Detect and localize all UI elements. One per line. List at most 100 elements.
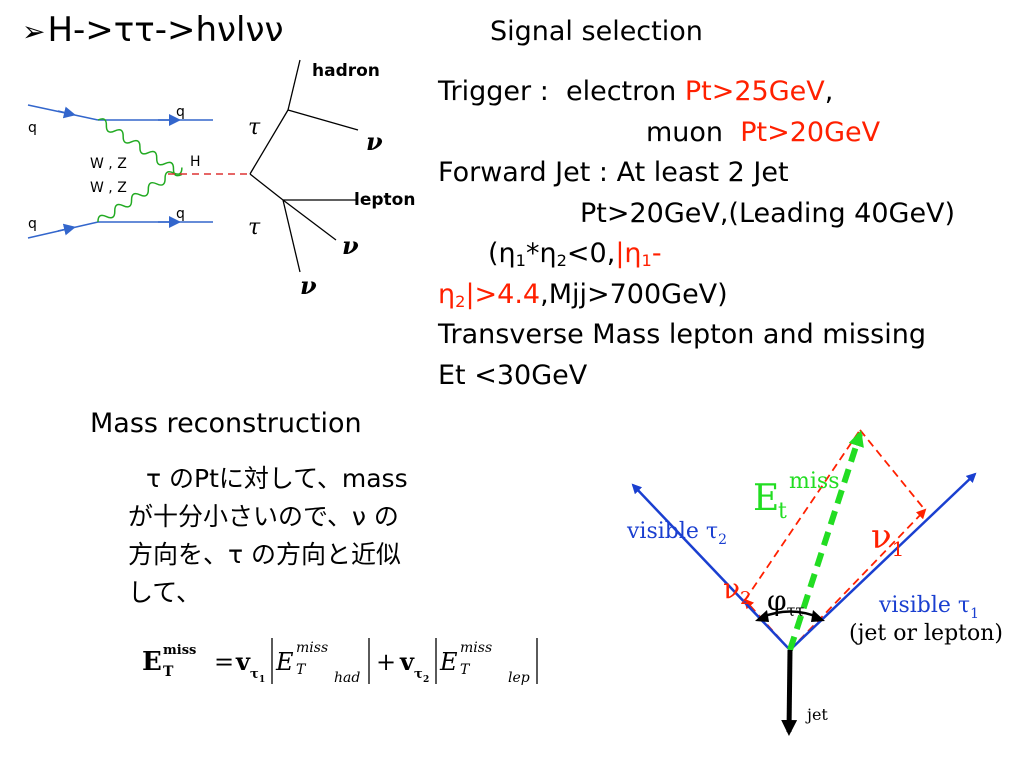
formula-v2-two: 2 [423,675,429,685]
label-boson-2: W , Z [90,180,127,196]
eta-diff-dash: - [651,238,662,269]
formula-E-had: E [275,648,294,676]
jet-label: jet [805,705,828,724]
eta-diff-2: η [438,278,456,310]
trigger-muon: muon [646,116,724,148]
trigger-muon-cut: Pt>20GeV [740,116,881,148]
missing-et-vector-diagram: E t miss visible τ2 visible τ1 (jet or l… [626,429,1003,736]
formula-lep-miss: miss [460,640,492,656]
eta-1-sub: 1 [515,251,526,271]
formula-lep-sub: lep [508,670,530,686]
jet-or-lepton-label: (jet or lepton) [849,621,1003,646]
eta-diff-1-sub: 1 [641,251,652,271]
et-cut-line: Et <30GeV [438,359,588,391]
visible-tau1-text: visible τ [878,593,970,618]
formula-v2: v [399,647,415,676]
label-nu-1: ν [366,127,383,156]
quark-arrow-bottom [57,223,76,236]
etmiss-label-sup: miss [789,469,839,494]
transverse-mass-line: Transverse Mass lepton and missing [438,319,926,350]
eta-1: η [498,238,516,269]
label-hadron: hadron [312,61,380,81]
label-lepton: lepton [354,190,415,210]
formula-T-sub: T [163,664,174,680]
label-tau-lower: τ [248,215,261,240]
mass-reconstruction-heading: Mass reconstruction [90,408,362,439]
formula-v1-tau: τ [250,667,259,682]
phi-text: φ [767,584,787,617]
boson-wavy-lower [97,167,183,223]
diagram-background [22,90,254,246]
label-nu-2: ν [342,231,359,260]
phi-label: φττ [767,584,804,620]
formula-E-lep: E [439,648,458,676]
label-q-top-left: q [28,120,37,136]
mass-text-line-2: が十分小さいので、ν の [128,502,399,531]
bullet-arrow-icon: ➢ [22,15,46,48]
eta-diff-cut: |>4.4 [465,278,541,310]
visible-tau1-sub: 1 [970,606,979,622]
signal-selection-heading: Signal selection [490,16,703,47]
label-q-top-right: q [176,104,185,120]
nu2-label: ν2 [723,572,751,609]
abs-bar-open: | [615,238,625,269]
visible-tau2-label: visible τ2 [626,519,727,548]
nu-line-1 [287,109,359,131]
slide-title: ➢H->ττ->hνlνν [22,10,283,52]
formula-equals: = [214,648,234,676]
mjj-cut: ,Mjj>700GeV) [540,278,728,310]
eta-2-sub: 2 [556,251,567,271]
visible-tau2-sub: 2 [718,532,727,548]
formula-had-T: T [296,662,307,678]
formula-miss-sup: miss [163,643,196,658]
formula-v1-one: 1 [259,675,265,685]
nu1-label: ν1 [871,517,904,561]
formula-plus: + [376,648,396,676]
label-nu-3: ν [300,271,317,300]
hadron-line [287,59,301,111]
title-text: H->ττ->hνlνν [47,10,284,50]
eta-diff-1: η [624,238,642,269]
feynman-diagram: q q q q W , Z W , Z H τ τ hadron lepton … [22,59,415,300]
nu1-text: ν [871,517,892,557]
trigger-label: Trigger : [438,76,549,107]
nu2-text: ν [723,572,740,605]
jet-pt-line: Pt>20GeV,(Leading 40GeV) [580,197,956,229]
trigger-electron-cut: Pt>25GeV [684,76,825,107]
nu-line-3 [282,199,301,273]
dash-left-upper [744,429,861,601]
visible-tau1-label: visible τ1 [878,593,979,622]
eta-diff-2-sub: 2 [455,291,466,311]
signal-selection-body: Trigger : electron Pt>25GeV, muon Pt>20G… [438,72,1018,396]
formula-had-miss: miss [296,640,328,656]
etmiss-label-E: E [753,478,779,519]
trigger-electron: electron [565,76,677,107]
mass-text-line-3: 方向を、τ の方向と近似 [128,540,401,569]
etmiss-vector [787,430,864,651]
eta-diff-line: η2|>4.4,Mjj>700GeV) [438,275,1018,316]
etmiss-label-sub: t [778,499,787,524]
eta-product-cut: <0, [566,238,616,269]
label-q-bottom-right: q [176,206,185,222]
etmiss-formula: E miss T = v τ 1 E miss T had + v τ 2 E … [142,638,538,686]
tau-line-upper [249,109,289,175]
formula-had-sub: had [334,670,360,686]
formula-lep-T: T [460,662,471,678]
visible-tau2-text: visible τ [626,519,718,544]
quark-arrow-top [57,106,76,119]
phi-arc-arrow-right [811,610,825,622]
label-higgs: H [190,154,201,170]
eta-open-paren: ( [488,238,499,269]
formula-v2-tau: τ [414,667,423,682]
label-q-bottom-left: q [28,216,37,232]
mass-text-line-1: τ のPtに対して、mass [146,464,408,493]
dash-right-upper [859,429,926,511]
visible-tau2-vector [631,483,791,651]
eta-line: (η1*η2<0,|η1- [488,238,662,271]
nu-line-2 [282,199,337,241]
tau-line-lower [249,173,284,201]
formula-v1: v [235,647,251,676]
forward-jet-line: Forward Jet : At least 2 Jet [438,157,789,188]
label-tau-upper: τ [248,115,261,140]
mass-reconstruction-text: τ のPtに対して、mass が十分小さいので、ν の 方向を、τ の方向と近似… [128,460,478,612]
